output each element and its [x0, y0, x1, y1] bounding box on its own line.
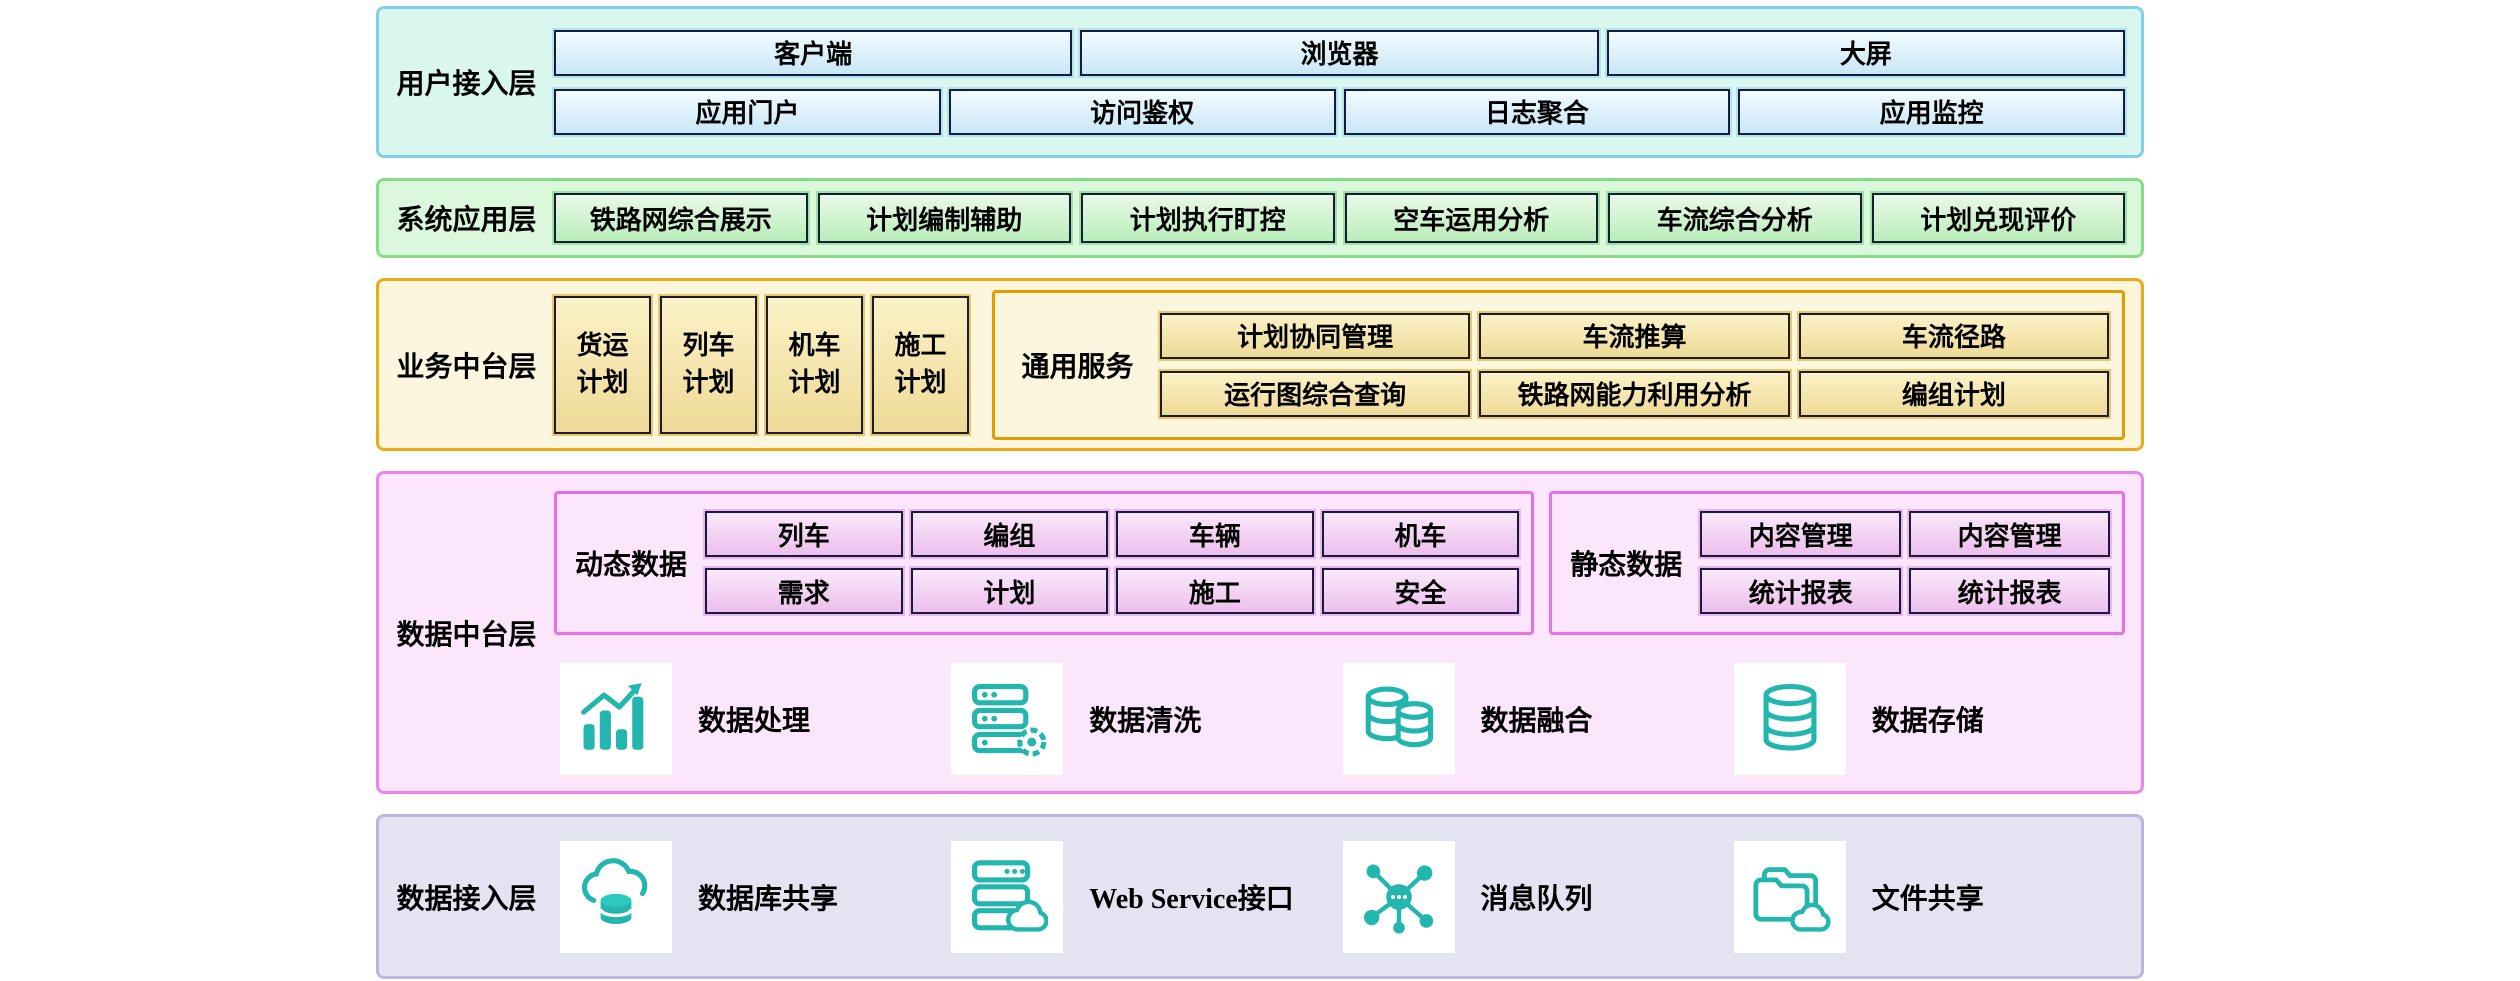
layer-data-platform-label: 数据中台层	[396, 619, 537, 651]
node-big-screen: 大屏	[1606, 29, 2125, 76]
data-cleaning-label: 数据清洗	[1089, 705, 1202, 737]
function-file-sharing: 文件共享	[1733, 840, 2125, 953]
node-marshalling-plan: 编组计划	[1798, 370, 2109, 417]
node-diagram-query: 运行图综合查询	[1160, 370, 1471, 417]
layer-system-app: 系统应用层 铁路网综合展示 计划编制辅助 计划执行盯控 空车运用分析 车流综合分…	[376, 178, 2144, 258]
database-icon	[1733, 662, 1846, 775]
message-queue-label: 消息队列	[1480, 883, 1593, 915]
layer-system-app-label: 系统应用层	[396, 205, 537, 236]
dynamic-row-2: 需求 计划 施工 安全	[705, 568, 1520, 614]
data-fusion-label: 数据融合	[1480, 705, 1593, 737]
function-data-storage: 数据存储	[1733, 662, 2125, 775]
network-nodes-icon	[1342, 840, 1455, 953]
function-data-cleaning: 数据清洗	[951, 662, 1342, 775]
node-traffic-flow-calc: 车流推算	[1479, 312, 1790, 359]
node-plan-collab-management: 计划协同管理	[1160, 312, 1471, 359]
node-capacity-utilization: 铁路网能力利用分析	[1479, 370, 1790, 417]
data-panels: 动态数据 列车 编组 车辆 机车 需求 计划 施工 安全	[554, 490, 2125, 635]
folder-cloud-icon	[1733, 840, 1846, 953]
user-access-row-2: 应用门户 访问鉴权 日志聚合 应用监控	[554, 88, 2125, 135]
layer-business-platform-content: 货运 计划 列车 计划 机车 计划 施工 计划 通用服务 计划协同管理 车流推算…	[554, 289, 2141, 440]
function-web-service: Web Service接口	[951, 840, 1342, 953]
dynamic-row-1: 列车 编组 车辆 机车	[705, 511, 1520, 557]
layer-data-platform-content: 动态数据 列车 编组 车辆 机车 需求 计划 施工 安全	[554, 490, 2141, 775]
layer-business-platform-label: 业务中台层	[396, 351, 537, 383]
static-row-1: 内容管理 内容管理	[1700, 511, 2111, 557]
web-service-label: Web Service接口	[1089, 883, 1294, 915]
node-statistical-report-1: 统计报表	[1700, 568, 1902, 614]
dynamic-data-panel: 动态数据 列车 编组 车辆 机车 需求 计划 施工 安全	[554, 490, 1535, 635]
layer-data-access: 数据接入层 数据库共享	[376, 814, 2144, 979]
function-message-queue: 消息队列	[1342, 840, 1734, 953]
layer-data-access-label: 数据接入层	[396, 883, 537, 915]
node-content-management-2: 内容管理	[1909, 511, 2111, 557]
node-app-portal: 应用门户	[554, 88, 941, 135]
node-marshalling-data: 编组	[910, 511, 1109, 557]
data-storage-label: 数据存储	[1871, 705, 1984, 737]
user-access-row-1: 客户端 浏览器 大屏	[554, 29, 2125, 76]
function-data-fusion: 数据融合	[1342, 662, 1734, 775]
node-traffic-flow-route: 车流径路	[1798, 312, 2109, 359]
node-plan-execution-monitor: 计划执行盯控	[1081, 193, 1335, 243]
node-client: 客户端	[554, 29, 1073, 76]
static-row-2: 统计报表 统计报表	[1700, 568, 2111, 614]
services-row-1: 计划协同管理 车流推算 车流径路	[1160, 312, 2109, 359]
node-log-aggregation: 日志聚合	[1343, 88, 1731, 135]
node-plan-data: 计划	[910, 568, 1109, 614]
layer-user-access-label: 用户接入层	[396, 69, 537, 100]
file-sharing-label: 文件共享	[1871, 883, 1984, 915]
layer-user-access-content: 客户端 浏览器 大屏 应用门户 访问鉴权 日志聚合 应用监控	[554, 29, 2141, 135]
general-services-label: 通用服务	[1021, 351, 1134, 383]
layer-system-app-content: 铁路网综合展示 计划编制辅助 计划执行盯控 空车运用分析 车流综合分析 计划兑现…	[554, 193, 2141, 243]
node-empty-car-analysis: 空车运用分析	[1344, 193, 1598, 243]
database-sharing-label: 数据库共享	[698, 883, 839, 915]
static-data-panel: 静态数据 内容管理 内容管理 统计报表 统计报表	[1549, 490, 2125, 635]
database-stack-icon	[1342, 662, 1455, 775]
bar-chart-icon	[560, 662, 672, 775]
function-data-processing: 数据处理	[560, 662, 951, 775]
node-locomotive-plan: 机车 计划	[766, 295, 863, 434]
node-railway-network-display: 铁路网综合展示	[554, 193, 808, 243]
static-data-label: 静态数据	[1570, 549, 1683, 581]
node-access-auth: 访问鉴权	[948, 88, 1336, 135]
node-app-monitoring: 应用监控	[1738, 88, 2125, 135]
node-locomotive-data: 机车	[1321, 511, 1520, 557]
architecture-diagram: 用户接入层 客户端 浏览器 大屏 应用门户 访问鉴权 日志聚合 应用监控 系统应…	[376, 0, 2144, 979]
server-cloud-icon	[951, 840, 1064, 953]
node-construction-plan: 施工 计划	[872, 295, 969, 434]
general-services-panel: 通用服务 计划协同管理 车流推算 车流径路 运行图综合查询 铁路网能力利用分析 …	[992, 289, 2125, 440]
node-safety-data: 安全	[1321, 568, 1520, 614]
server-gear-icon	[951, 662, 1064, 775]
layer-data-platform: 数据中台层 动态数据 列车 编组 车辆 机车 需求 计划	[376, 471, 2144, 794]
node-traffic-flow-analysis: 车流综合分析	[1608, 193, 1862, 243]
function-database-sharing: 数据库共享	[560, 840, 951, 953]
services-row-2: 运行图综合查询 铁路网能力利用分析 编组计划	[1160, 370, 2109, 417]
layer-user-access: 用户接入层 客户端 浏览器 大屏 应用门户 访问鉴权 日志聚合 应用监控	[376, 6, 2144, 158]
node-browser: 浏览器	[1080, 29, 1599, 76]
data-processing-label: 数据处理	[698, 705, 811, 737]
node-plan-fulfillment-eval: 计划兑现评价	[1871, 193, 2125, 243]
static-data-grid: 内容管理 内容管理 统计报表 统计报表	[1700, 511, 2122, 614]
node-content-management-1: 内容管理	[1700, 511, 1902, 557]
general-services-grid: 计划协同管理 车流推算 车流径路 运行图综合查询 铁路网能力利用分析 编组计划	[1160, 312, 2122, 417]
node-vehicle-data: 车辆	[1116, 511, 1314, 557]
cloud-database-icon	[560, 840, 672, 953]
data-platform-functions: 数据处理	[554, 662, 2125, 775]
layer-business-platform: 业务中台层 货运 计划 列车 计划 机车 计划 施工 计划 通用服务 计划协同管…	[376, 278, 2144, 451]
node-construction-data: 施工	[1116, 568, 1314, 614]
node-demand-data: 需求	[705, 568, 903, 614]
dynamic-data-grid: 列车 编组 车辆 机车 需求 计划 施工 安全	[705, 511, 1531, 614]
node-statistical-report-2: 统计报表	[1909, 568, 2111, 614]
node-plan-compilation-assist: 计划编制辅助	[817, 193, 1071, 243]
dynamic-data-label: 动态数据	[574, 549, 687, 581]
node-train-plan: 列车 计划	[660, 295, 757, 434]
node-freight-plan: 货运 计划	[554, 295, 651, 434]
data-access-functions: 数据库共享 Web Ser	[554, 840, 2141, 953]
node-train-data: 列车	[705, 511, 903, 557]
